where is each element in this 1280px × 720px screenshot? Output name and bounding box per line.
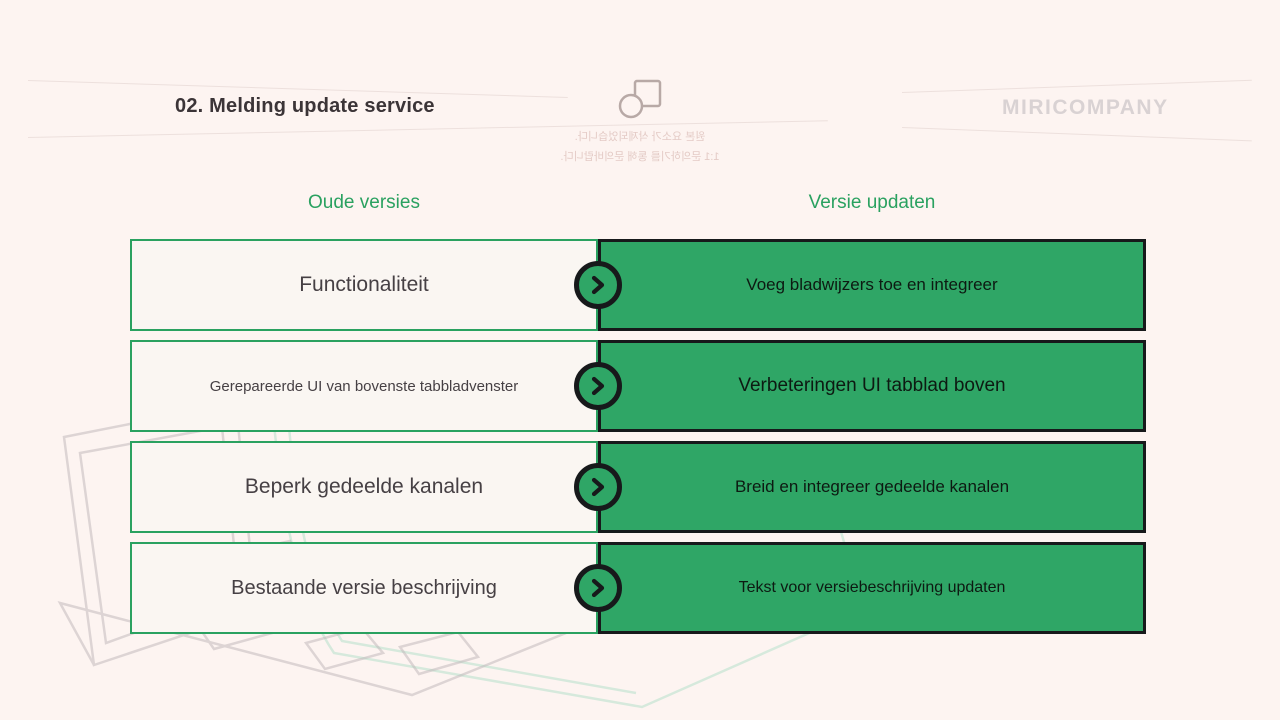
old-version-box: Gerepareerde UI van bovenste tabbladvens… [130, 340, 598, 432]
old-version-label: Gerepareerde UI van bovenste tabbladvens… [209, 377, 519, 395]
decor-line [901, 127, 1252, 142]
chevron-right-icon [591, 578, 605, 598]
new-version-label: Breid en integreer gedeelde kanalen [734, 477, 1010, 496]
new-version-label: Verbeteringen UI tabblad boven [738, 375, 1006, 396]
old-version-box: Functionaliteit [130, 239, 598, 331]
chevron-right-icon [591, 376, 605, 396]
deleted-element-notice: 원본 요소가 삭제되었습니다. 1:1 문의하기를 통해 문의바랍니다. [550, 78, 730, 168]
page-title: 02. Melding update service [175, 95, 435, 117]
old-version-box: Bestaande versie beschrijving [130, 542, 598, 634]
square-circle-icon [618, 79, 662, 119]
notice-line-2: 1:1 문의하기를 통해 문의바랍니다. [560, 151, 720, 164]
column-headers: Oude versies Versie updaten [130, 192, 1146, 214]
decor-line [901, 79, 1252, 93]
version-rows: Functionaliteit Voeg bladwijzers toe en … [130, 239, 1146, 634]
arrow-connector [574, 261, 622, 309]
company-logo: MIRICOMPANY [1002, 96, 1169, 119]
version-row: Beperk gedeelde kanalen Breid en integre… [130, 441, 1146, 533]
old-version-label: Bestaande versie beschrijving [231, 576, 497, 599]
new-version-box: Voeg bladwijzers toe en integreer [598, 239, 1146, 331]
new-version-box: Tekst voor versiebeschrijving updaten [598, 542, 1146, 634]
chevron-right-icon [591, 275, 605, 295]
arrow-connector [574, 362, 622, 410]
new-version-box: Verbeteringen UI tabblad boven [598, 340, 1146, 432]
new-version-box: Breid en integreer gedeelde kanalen [598, 441, 1146, 533]
column-header-update-versions: Versie updaten [808, 192, 936, 213]
arrow-connector [574, 463, 622, 511]
new-version-label: Voeg bladwijzers toe en integreer [746, 275, 998, 294]
column-header-old-versions: Oude versies [308, 192, 420, 213]
new-version-label: Tekst voor versiebeschrijving updaten [738, 579, 1006, 596]
old-version-label: Functionaliteit [299, 273, 429, 296]
version-row: Gerepareerde UI van bovenste tabbladvens… [130, 340, 1146, 432]
notice-line-1: 원본 요소가 삭제되었습니다. [574, 131, 706, 143]
version-row: Functionaliteit Voeg bladwijzers toe en … [130, 239, 1146, 331]
old-version-box: Beperk gedeelde kanalen [130, 441, 598, 533]
version-row: Bestaande versie beschrijving Tekst voor… [130, 542, 1146, 634]
arrow-connector [574, 564, 622, 612]
old-version-label: Beperk gedeelde kanalen [244, 475, 484, 498]
chevron-right-icon [591, 477, 605, 497]
